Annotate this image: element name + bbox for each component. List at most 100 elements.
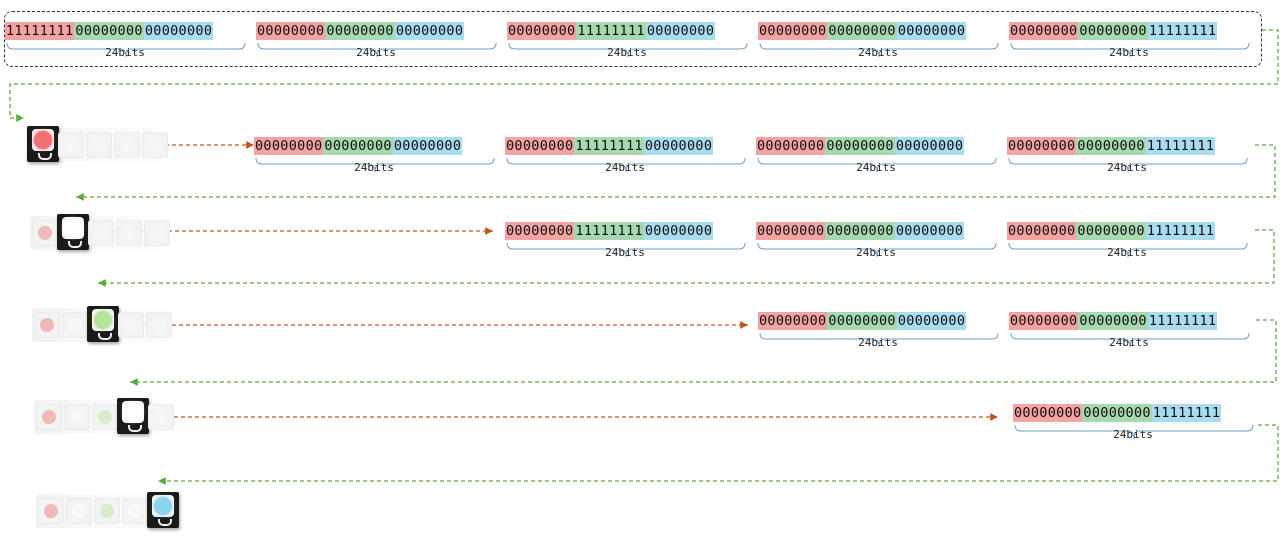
bit-count-label: 24bits [356,46,396,59]
active-led-icon [57,214,89,250]
green-byte: 00000000 [825,222,895,240]
green-byte: 00000000 [323,137,393,155]
led-cell-icon [62,312,88,338]
red-byte: 00000000 [756,137,826,155]
led-strip-icon [32,306,182,348]
led-cell-icon [144,220,170,246]
led-cell-dot [120,138,134,152]
led-glow-dot [94,311,112,329]
led-strip-icon [34,398,184,440]
bit-count-label: 24bits [354,161,394,174]
led-lens [32,129,54,151]
red-byte: 00000000 [256,22,326,40]
led-pin [38,153,52,160]
led-cell-dot [72,504,86,518]
led-cell-dot [98,410,112,424]
led-lens [92,309,114,331]
blue-byte: 00000000 [392,137,463,155]
led-strip-icon [30,214,180,256]
initial-frame-box [4,11,1262,67]
led-pin [158,519,172,526]
green-byte: 00000000 [827,312,897,330]
green-byte: 11111111 [576,22,646,40]
blue-byte: 00000000 [894,222,965,240]
led-cell-icon [86,132,112,158]
led-cell-dot [70,410,84,424]
blue-byte: 00000000 [645,22,716,40]
red-byte: 00000000 [254,137,324,155]
red-byte: 11111111 [5,22,75,40]
led-strip-icon [27,126,178,168]
led-cell-dot [68,318,82,332]
red-byte: 00000000 [1013,404,1083,422]
packet-brace [1010,332,1250,348]
blue-byte: 11111111 [1147,312,1218,330]
bit-count-label: 24bits [605,161,645,174]
blue-byte: 00000000 [896,22,967,40]
dashed-return-arrow-icon [9,29,1279,122]
packet-brace [1014,424,1254,440]
active-led-icon [147,492,179,528]
packet-brace [759,42,999,58]
dashed-return-arrow-icon [98,229,1275,287]
led-strip-icon [36,492,186,534]
blue-byte: 00000000 [896,312,967,330]
green-byte: 00000000 [1078,22,1148,40]
bit-count-label: 24bits [858,46,898,59]
bit-count-label: 24bits [607,46,647,59]
led-cell-dot [128,504,142,518]
led-glow-dot [64,219,82,237]
red-byte: 00000000 [1007,222,1077,240]
led-cell-icon [36,404,62,430]
green-byte: 00000000 [325,22,395,40]
blue-byte: 00000000 [894,137,965,155]
led-cell-icon [92,404,118,430]
packet-brace [757,157,997,173]
led-cell-dot [124,318,138,332]
led-cell-dot [44,504,58,518]
led-cell-icon [38,498,64,524]
red-byte: 00000000 [1007,137,1077,155]
led-pin [68,241,82,248]
led-cell-icon [66,498,92,524]
green-byte: 00000000 [74,22,144,40]
led-cell-icon [88,220,114,246]
active-led-icon [87,306,119,342]
packet-brace [257,42,497,58]
led-lens [152,495,174,517]
led-pin [98,333,112,340]
led-lens [122,401,144,423]
led-cell-icon [146,312,172,338]
red-byte: 00000000 [756,222,826,240]
blue-byte: 00000000 [643,222,714,240]
green-byte: 00000000 [825,137,895,155]
led-cell-icon [118,312,144,338]
led-cell-dot [42,410,56,424]
led-cell-dot [122,226,136,240]
bit-count-label: 24bits [1107,246,1147,259]
blue-byte: 11111111 [1147,22,1218,40]
led-cell-dot [150,226,164,240]
red-byte: 00000000 [507,22,577,40]
bit-count-label: 24bits [105,46,145,59]
dashed-return-arrow-icon [158,424,1279,485]
packet-brace [506,242,746,258]
packet-brace [757,242,997,258]
active-led-icon [117,398,149,434]
